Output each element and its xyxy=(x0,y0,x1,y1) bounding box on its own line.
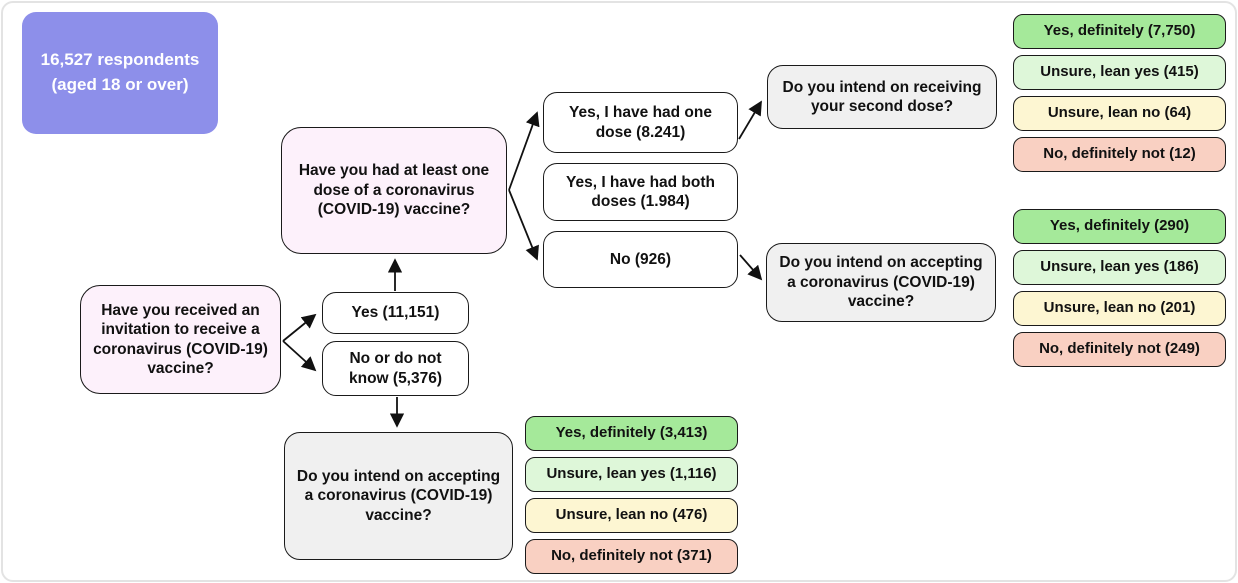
question-invitation-box: Have you received an invitation to recei… xyxy=(80,285,281,394)
respondents-total-box: 16,527 respondents (aged 18 or over) xyxy=(22,12,218,134)
outcome-unvaccinated-unsure-lean-no: Unsure, lean no (201) xyxy=(1013,291,1226,326)
question-accept-intent-unvaccinated-box: Do you intend on accepting a coronavirus… xyxy=(766,243,996,322)
outcome-uninvited-yes-definitely: Yes, definitely (3,413) xyxy=(525,416,738,451)
outcome-second-dose-unsure-lean-yes: Unsure, lean yes (415) xyxy=(1013,55,1226,90)
outcome-unvaccinated-unsure-lean-yes: Unsure, lean yes (186) xyxy=(1013,250,1226,285)
question-accept-intent-uninvited-box: Do you intend on accepting a coronavirus… xyxy=(284,432,513,560)
outcome-unvaccinated-no-definitely-not: No, definitely not (249) xyxy=(1013,332,1226,367)
answer-invitation-no-box: No or do not know (5,376) xyxy=(322,341,469,396)
outcome-uninvited-unsure-lean-yes: Unsure, lean yes (1,116) xyxy=(525,457,738,492)
outcome-uninvited-no-definitely-not: No, definitely not (371) xyxy=(525,539,738,574)
outcome-second-dose-unsure-lean-no: Unsure, lean no (64) xyxy=(1013,96,1226,131)
outcome-unvaccinated-yes-definitely: Yes, definitely (290) xyxy=(1013,209,1226,244)
question-had-one-dose-box: Have you had at least one dose of a coro… xyxy=(281,127,507,254)
question-second-dose-intent-box: Do you intend on receiving your second d… xyxy=(767,65,997,129)
answer-no-dose-box: No (926) xyxy=(543,231,738,288)
answer-both-doses-box: Yes, I have had both doses (1.984) xyxy=(543,163,738,221)
outcome-second-dose-yes-definitely: Yes, definitely (7,750) xyxy=(1013,14,1226,49)
answer-one-dose-box: Yes, I have had one dose (8.241) xyxy=(543,92,738,153)
outcome-second-dose-no-definitely-not: No, definitely not (12) xyxy=(1013,137,1226,172)
outcome-uninvited-unsure-lean-no: Unsure, lean no (476) xyxy=(525,498,738,533)
answer-invitation-yes-box: Yes (11,151) xyxy=(322,292,469,334)
